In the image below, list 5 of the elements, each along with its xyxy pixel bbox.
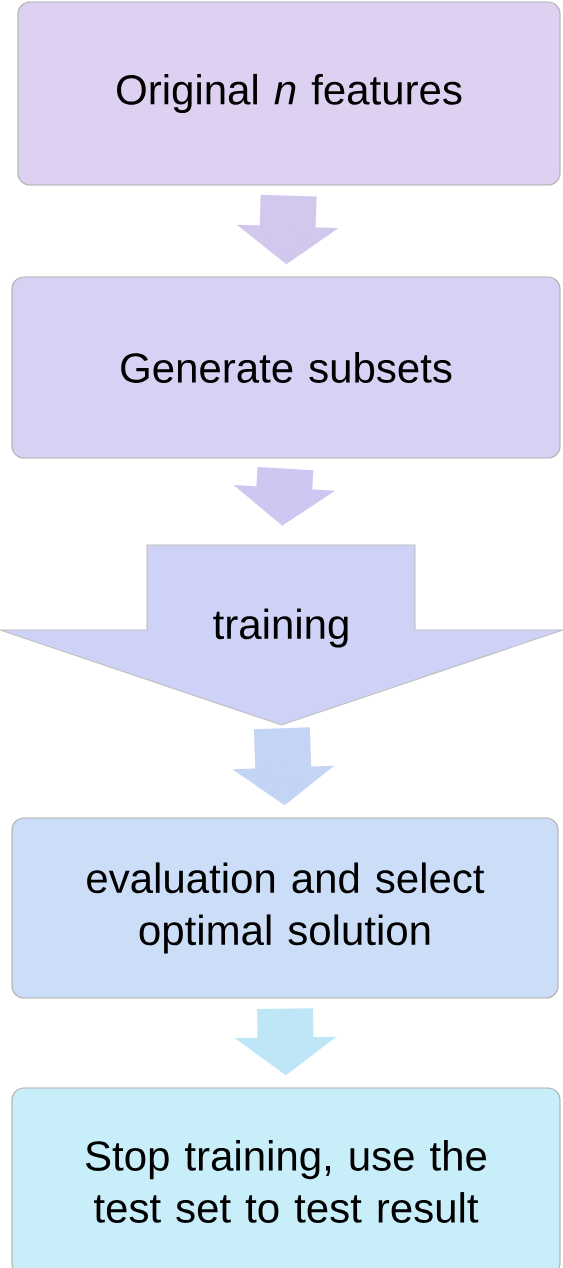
process-box: Generate subsets bbox=[11, 276, 561, 459]
process-box: Stop training, use the test set to test result bbox=[11, 1087, 561, 1268]
process-box: Original n features bbox=[17, 1, 561, 186]
process-box: evaluation and select optimal solution bbox=[11, 817, 559, 999]
pentagon-arrow-box: training bbox=[0, 544, 563, 726]
